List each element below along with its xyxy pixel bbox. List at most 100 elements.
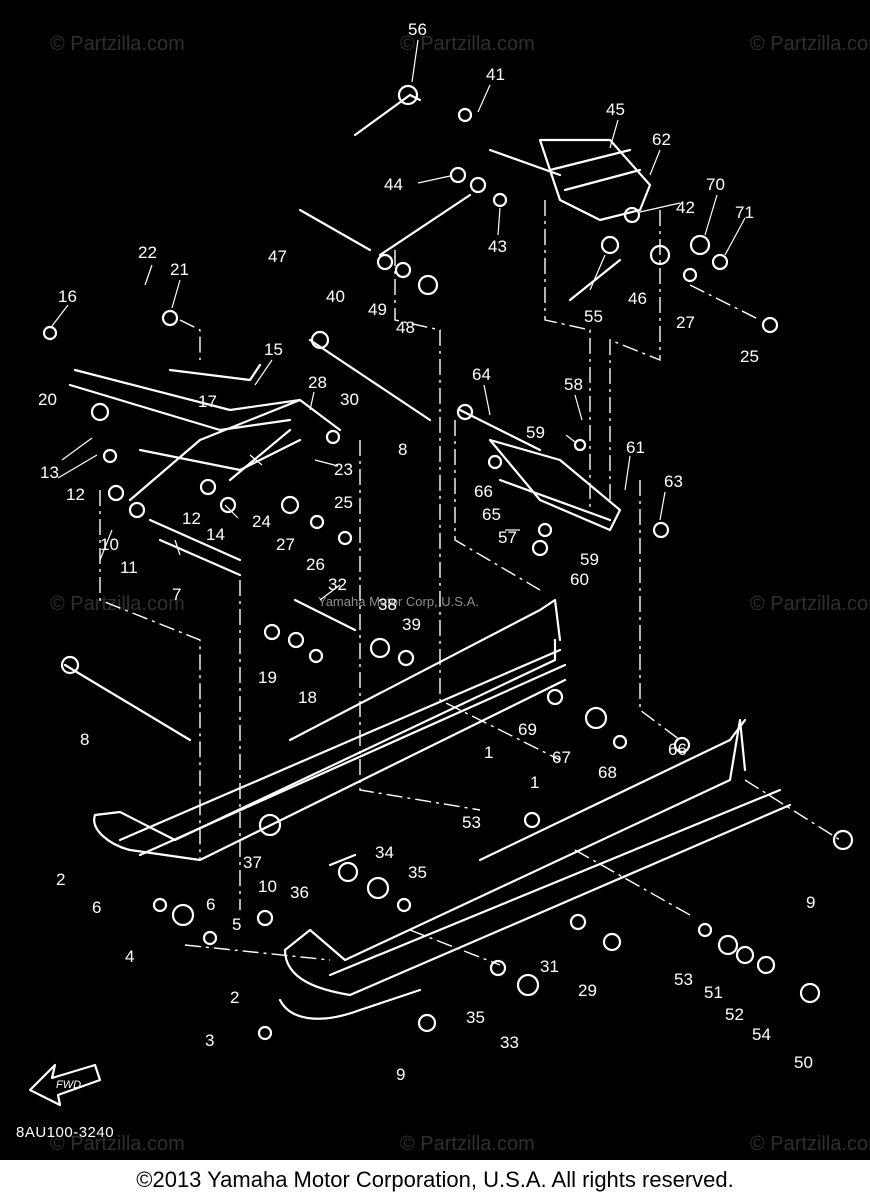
callout-54: 54 (752, 1025, 771, 1044)
callout-29: 29 (578, 981, 597, 1000)
callout-32: 32 (328, 575, 347, 594)
upper-frame (68, 363, 342, 577)
callout-12: 12 (66, 485, 85, 504)
watermark: © Partzilla.com (50, 593, 185, 615)
callout-70: 70 (706, 175, 725, 194)
copyright-notice: ©2013 Yamaha Motor Corporation, U.S.A. A… (0, 1160, 870, 1200)
callout-6: 6 (92, 898, 101, 917)
callout-15: 15 (264, 340, 283, 359)
callout-40: 40 (326, 287, 345, 306)
watermark: © Partzilla.com (50, 33, 185, 55)
callout-9: 9 (806, 893, 815, 912)
callout-48: 48 (396, 318, 415, 337)
callout-53: 53 (462, 813, 481, 832)
callout-69: 69 (518, 720, 537, 739)
callout-26: 26 (306, 555, 325, 574)
callout-51: 51 (704, 983, 723, 1002)
fasteners (42, 84, 854, 1041)
callout-14: 14 (206, 525, 225, 544)
callout-12b: 12 (182, 509, 201, 528)
callout-28: 28 (308, 373, 327, 392)
fwd-label: FWD (56, 1079, 81, 1091)
diagram-code: 8AU100-3240 (16, 1124, 115, 1141)
callout-22: 22 (138, 243, 157, 262)
watermarks: © Partzilla.com © Partzilla.com © Partzi… (50, 33, 870, 1155)
callout-71: 71 (735, 203, 754, 222)
callout-59b: 59 (580, 550, 599, 569)
center-credit: Yamaha Motor Corp, U.S.A. (318, 594, 479, 609)
callout-2b: 2 (230, 988, 239, 1007)
callout-25b: 25 (334, 493, 353, 512)
watermark: © Partzilla.com (750, 33, 870, 55)
callout-27b: 27 (276, 535, 295, 554)
callout-10: 10 (100, 535, 119, 554)
callout-43: 43 (488, 237, 507, 256)
callout-21: 21 (170, 260, 189, 279)
callout-27: 27 (676, 313, 695, 332)
callout-45: 45 (606, 100, 625, 119)
leader-lines (51, 39, 746, 601)
callout-55: 55 (584, 307, 603, 326)
callout-20: 20 (38, 390, 57, 409)
callout-labels: 56 41 45 62 44 70 71 42 47 43 22 21 40 4… (38, 20, 815, 1084)
callout-30: 30 (340, 390, 359, 409)
callout-66: 66 (474, 482, 493, 501)
callout-33: 33 (500, 1033, 519, 1052)
fwd-arrow-icon: FWD (28, 1063, 102, 1107)
callout-52: 52 (725, 1005, 744, 1024)
callout-4: 4 (125, 947, 134, 966)
assembly-lines (99, 200, 841, 966)
callout-7: 7 (172, 585, 181, 604)
callout-46: 46 (628, 289, 647, 308)
callout-16: 16 (58, 287, 77, 306)
callout-19: 19 (258, 668, 277, 687)
callout-61: 61 (626, 438, 645, 457)
callout-63: 63 (664, 472, 683, 491)
callout-24: 24 (252, 512, 271, 531)
exploded-view: © Partzilla.com © Partzilla.com © Partzi… (28, 20, 870, 1155)
callout-38: 38 (378, 595, 397, 614)
callout-62: 62 (652, 130, 671, 149)
callout-11: 11 (120, 558, 138, 577)
callout-31: 31 (540, 957, 559, 976)
right-ski (278, 718, 792, 1020)
callout-68: 68 (598, 763, 617, 782)
watermark: © Partzilla.com (750, 593, 870, 615)
callout-1b: 1 (530, 773, 539, 792)
left-ski (93, 598, 567, 862)
callout-53b: 53 (674, 970, 693, 989)
callout-34: 34 (375, 843, 394, 862)
watermark: © Partzilla.com (400, 33, 535, 55)
callout-64: 64 (472, 365, 491, 384)
upper-arm (488, 138, 652, 532)
callout-25: 25 (740, 347, 759, 366)
callout-35b: 35 (466, 1008, 485, 1027)
callout-39: 39 (402, 615, 421, 634)
watermark: © Partzilla.com (400, 1133, 535, 1155)
callout-23: 23 (334, 460, 353, 479)
callout-10b: 10 (258, 877, 277, 896)
callout-44: 44 (384, 175, 403, 194)
callout-8: 8 (398, 440, 407, 459)
callout-2: 2 (56, 870, 65, 889)
callout-9b: 9 (396, 1065, 405, 1084)
callout-1: 1 (484, 743, 493, 762)
callout-18: 18 (298, 688, 317, 707)
watermark: © Partzilla.com (50, 1133, 185, 1155)
callout-56: 56 (408, 20, 427, 39)
callout-65: 65 (482, 505, 501, 524)
callout-6b: 6 (206, 895, 215, 914)
callout-36: 36 (290, 883, 309, 902)
callout-50: 50 (794, 1053, 813, 1072)
callout-5: 5 (232, 915, 241, 934)
callout-59: 59 (526, 423, 545, 442)
callout-67: 67 (552, 748, 571, 767)
callout-41: 41 (486, 65, 505, 84)
callout-66b: 66 (668, 740, 687, 759)
callout-58: 58 (564, 375, 583, 394)
callout-3: 3 (205, 1031, 214, 1050)
watermark: © Partzilla.com (750, 1133, 870, 1155)
callout-37: 37 (243, 853, 262, 872)
callout-42: 42 (676, 198, 695, 217)
callout-8b: 8 (80, 730, 89, 749)
